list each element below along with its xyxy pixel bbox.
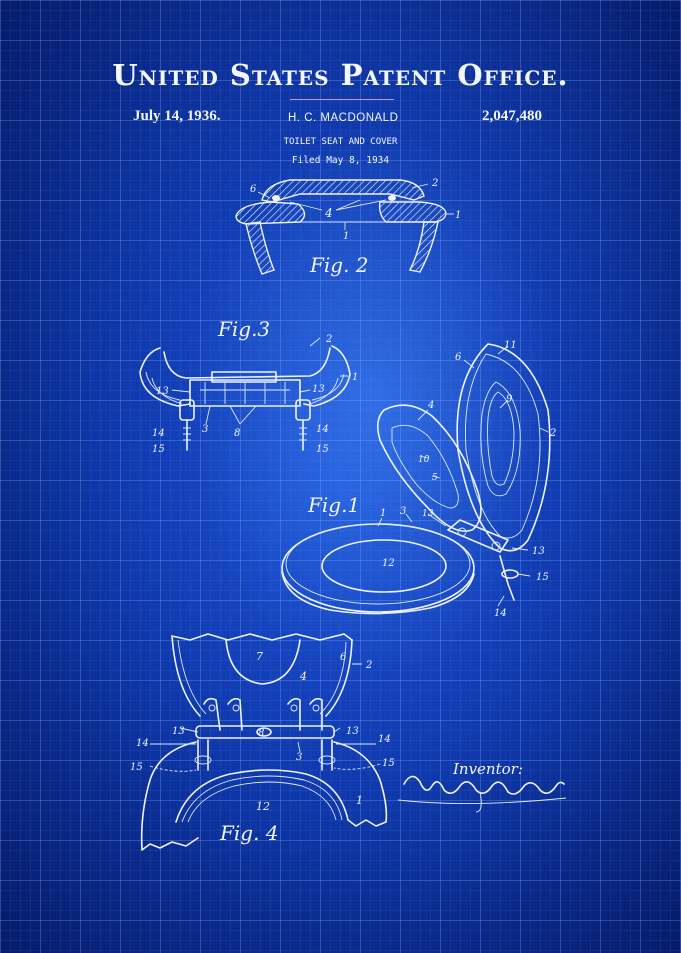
fig1-ref-13b: 13: [532, 546, 545, 557]
fig1-ref-9: 9: [506, 394, 513, 405]
fig4-ref-14a: 14: [136, 738, 149, 749]
fig3-ref-14b: 14: [316, 424, 329, 435]
fig4-ref-1: 1: [356, 794, 363, 807]
fig2-ref-6: 6: [250, 184, 257, 195]
fig4-ref-6: 6: [340, 652, 347, 663]
fig4-ref-14b: 14: [378, 734, 391, 745]
fig1-ref-15: 15: [536, 572, 549, 583]
fig3-ref-13b: 13: [312, 384, 325, 395]
fig3-ref-14a: 14: [152, 428, 165, 439]
fig1-ref-10: 10: [418, 455, 430, 465]
figure-4-top-view: 7 4 6 2 13 8 13 3 14 14 15 15 12 1 Fig. …: [130, 633, 395, 851]
fig4-ref-15a: 15: [130, 762, 143, 773]
fig3-ref-15a: 15: [152, 444, 165, 455]
fig3-ref-13a: 13: [156, 386, 169, 397]
fig4-ref-7: 7: [256, 650, 263, 663]
fig3-ref-3: 3: [202, 424, 208, 435]
fig1-ref-5: 5: [432, 473, 438, 483]
filed-date: Filed May 8, 1934: [291, 155, 390, 166]
fig1-ref-11: 11: [504, 340, 517, 351]
fig1-ref-14: 14: [494, 608, 507, 619]
fig1-ref-13a: 13: [422, 509, 434, 519]
inventor-name: H. C. MACDONALD: [288, 112, 399, 124]
fig2-label: Fig. 2: [309, 253, 369, 277]
inventor-signature: [397, 775, 567, 813]
fig4-ref-12: 12: [256, 800, 270, 813]
fig4-ref-4: 4: [299, 670, 307, 683]
fig3-ref-1: 1: [352, 372, 358, 383]
fig4-ref-3: 3: [296, 752, 302, 763]
fig1-ref-2: 2: [549, 428, 556, 439]
fig3-ref-2: 2: [325, 334, 332, 345]
fig4-ref-13b: 13: [346, 726, 359, 737]
inventor-heading: Inventor:: [453, 760, 523, 778]
fig2-ref-1: 1: [455, 210, 461, 221]
fig1-ref-3: 3: [400, 506, 406, 517]
title-rule: [290, 99, 394, 100]
figure-2-cross-section: 6 2 4 1 1 Fig. 2: [235, 178, 461, 277]
fig1-ref-6: 6: [455, 352, 462, 363]
fig4-label: Fig. 4: [219, 821, 279, 845]
fig4-ref-13a: 13: [172, 726, 185, 737]
fig1-ref-4: 4: [427, 400, 434, 411]
patent-subject: TOILET SEAT AND COVER: [283, 137, 398, 147]
fig4-ref-15b: 15: [382, 758, 395, 769]
patent-date: July 14, 1936.: [133, 108, 221, 124]
fig3-ref-15b: 15: [316, 444, 329, 455]
office-title: United States Patent Office.: [112, 58, 569, 92]
fig4-ref-8: 8: [258, 728, 264, 739]
fig2-ref-2: 2: [431, 178, 438, 189]
fig1-label: Fig.1: [307, 493, 360, 517]
figure-1-perspective: 11 6 4 9 2 10 5 1 3 13 12 13 15 14 Fig.1: [281, 340, 556, 619]
fig1-ref-1: 1: [380, 508, 386, 519]
figure-3-rear-view: Fig.3 2 1 13 13 3: [139, 317, 358, 455]
patent-number: 2,047,480: [482, 108, 542, 124]
fig1-ref-12: 12: [382, 558, 395, 569]
fig4-ref-2: 2: [365, 660, 372, 671]
fig2-ref-4: 4: [324, 206, 333, 220]
fig3-label: Fig.3: [217, 317, 270, 341]
fig3-ref-8: 8: [234, 428, 240, 439]
fig2-ref-1b: 1: [343, 231, 349, 242]
